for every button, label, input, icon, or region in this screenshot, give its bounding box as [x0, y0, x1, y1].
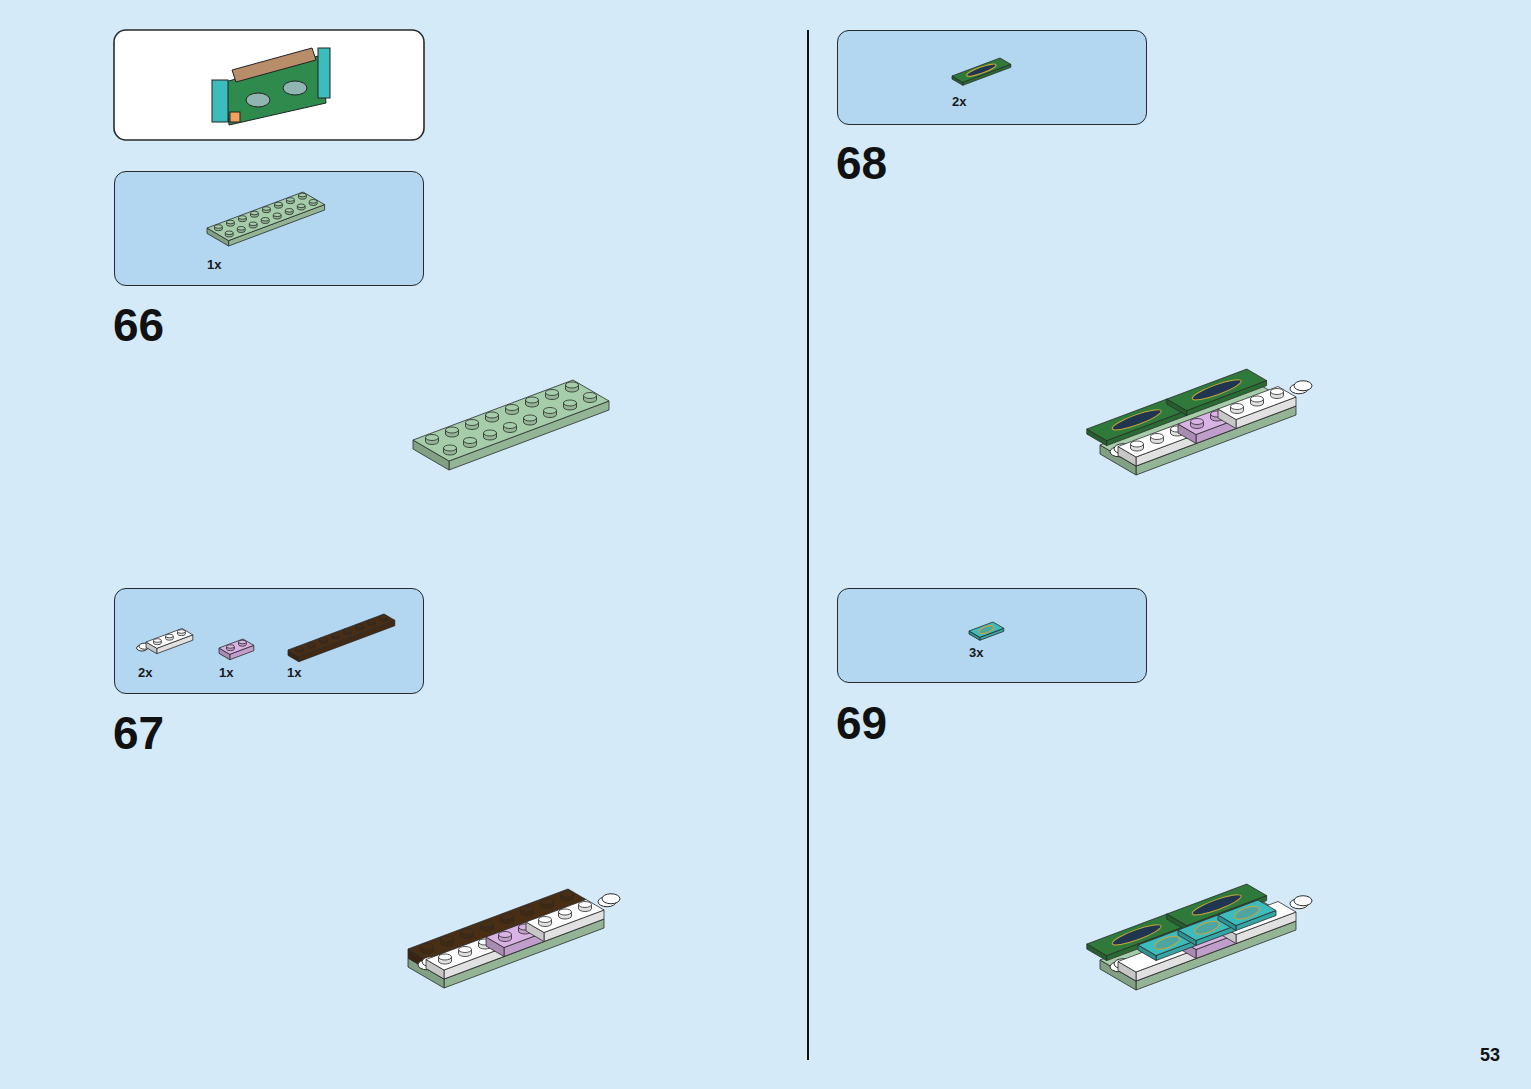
- plate-clip: [1218, 902, 1296, 944]
- parts-callout: 1x: [114, 171, 424, 286]
- plate-clip: [426, 937, 504, 979]
- step-number: 66: [113, 302, 164, 348]
- part-quantity: 3x: [969, 646, 983, 659]
- callout-fill: [837, 588, 1147, 683]
- plate-1x8-part: [288, 614, 395, 662]
- callout-fill: [114, 171, 424, 286]
- clip-handle: [598, 894, 620, 907]
- page-number: 53: [1480, 1046, 1500, 1064]
- printed-tile: [1218, 900, 1276, 931]
- part-quantity: 1x: [219, 666, 233, 679]
- parts-callout: 2x: [837, 30, 1147, 125]
- plate-clip: [1218, 387, 1296, 429]
- plate-1x2-part: [219, 639, 254, 660]
- part-quantity: 1x: [287, 666, 301, 679]
- step-number: 67: [113, 710, 164, 756]
- callout-fill: [837, 30, 1147, 125]
- part-quantity: 2x: [138, 666, 152, 679]
- plate-2x8-part: [207, 192, 325, 246]
- parts-callout: 2x 1x 1x: [114, 588, 424, 694]
- parts-callout: 3x: [837, 588, 1147, 683]
- step-number: 69: [836, 700, 887, 746]
- part-quantity: 2x: [952, 95, 966, 108]
- part-quantity: 1x: [207, 258, 221, 271]
- plate-clip-part: [146, 629, 193, 654]
- callout-fill: [114, 588, 424, 694]
- step-number: 68: [836, 140, 887, 186]
- clip-handle: [1290, 381, 1312, 394]
- printed-tile-part: [969, 622, 1004, 640]
- submodel-picture: [212, 48, 330, 125]
- plate-clip: [526, 900, 604, 942]
- plate-2x8: [413, 380, 609, 470]
- printed-tile-part: [952, 58, 1011, 85]
- column-divider: [807, 30, 809, 1060]
- clip-handle: [1290, 896, 1312, 909]
- submodel-box: [114, 30, 424, 140]
- plate-clip: [1118, 424, 1196, 466]
